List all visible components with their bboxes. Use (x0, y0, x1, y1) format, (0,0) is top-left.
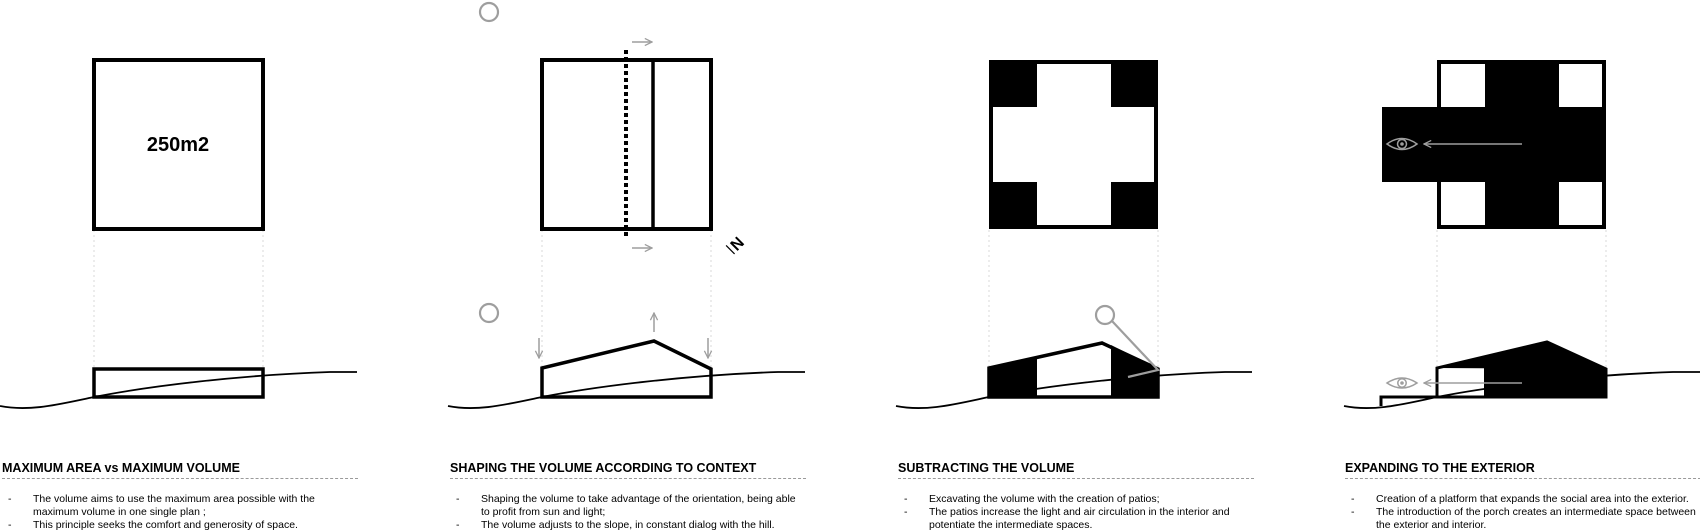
panel-3-cross-void (993, 64, 1154, 225)
panel-1-title: MAXIMUM AREA vs MAXIMUM VOLUME (2, 461, 358, 479)
north-label: N (728, 234, 748, 254)
panel-2-terrain-line (447, 371, 805, 409)
panel-4-terrain-line (1343, 371, 1700, 409)
panel-3-diagram (895, 60, 1252, 409)
panel-1-bullets: The volume aims to use the maximum area … (2, 493, 358, 532)
panel-1-section-box (92, 367, 265, 399)
panel-1-caption: MAXIMUM AREA vs MAXIMUM VOLUME The volum… (2, 461, 358, 532)
panel-4-section-outline (1379, 340, 1608, 406)
panel-4-bullet-1: Creation of a platform that expands the … (1345, 493, 1700, 506)
panel-2-bullet-1: Shaping the volume to take advantage of … (450, 493, 806, 519)
panel-4-bullets: Creation of a platform that expands the … (1345, 493, 1700, 532)
panel-3-section-right-block (1111, 345, 1158, 397)
panel-3-guides (988, 230, 1159, 368)
panel-4-diagram (1343, 60, 1700, 409)
panel-2-bullets: Shaping the volume to take advantage of … (450, 493, 806, 532)
panel-2-diagram: N (447, 1, 805, 409)
eye-icon-section (1385, 377, 1419, 389)
panel-1-area-label: 250m2 (147, 134, 209, 156)
panel-4-guides (1436, 230, 1607, 368)
panel-1-bullet-2: This principle seeks the comfort and gen… (2, 519, 358, 532)
panel-1-plan-square (92, 58, 265, 231)
panel-4-bullet-2: The introduction of the porch creates an… (1345, 506, 1700, 532)
panel-3-caption: SUBTRACTING THE VOLUME Excavating the vo… (898, 461, 1254, 532)
panel-2-section-shape (540, 339, 713, 399)
panel-2-title: SHAPING THE VOLUME ACCORDING TO CONTEXT (450, 461, 806, 479)
panel-1-terrain-line (0, 371, 357, 409)
panel-4-section-roof (1437, 342, 1606, 369)
panel-1-bullet-1: The volume aims to use the maximum area … (2, 493, 358, 519)
sun-icon-section (478, 302, 500, 324)
panel-3-section-outline (987, 341, 1160, 399)
panel-3-terrain-line (895, 371, 1252, 409)
panel-2-guides (541, 230, 712, 368)
panel-2-caption: SHAPING THE VOLUME ACCORDING TO CONTEXT … (450, 461, 806, 532)
panel-4-patio-voids (1441, 64, 1602, 225)
panel-3-bullet-2: The patios increase the light and air ci… (898, 506, 1254, 532)
panel-2-bullet-2: The volume adjusts to the slope, in cons… (450, 519, 806, 532)
eye-icon (1385, 137, 1419, 151)
panel-1-diagram: 250m2 (0, 58, 357, 409)
panel-4-title: EXPANDING TO THE EXTERIOR (1345, 461, 1700, 479)
panel-4-caption: EXPANDING TO THE EXTERIOR Creation of a … (1345, 461, 1700, 532)
panel-3-bullet-1: Excavating the volume with the creation … (898, 493, 1254, 506)
panel-3-bullets: Excavating the volume with the creation … (898, 493, 1254, 532)
north-arrow-icon: N (725, 234, 748, 254)
panel-3-title: SUBTRACTING THE VOLUME (898, 461, 1254, 479)
panel-1-guides (93, 230, 264, 368)
sun-ray-line (1111, 320, 1161, 379)
sun-icon-subtract (1094, 304, 1116, 326)
sun-icon (478, 1, 500, 23)
